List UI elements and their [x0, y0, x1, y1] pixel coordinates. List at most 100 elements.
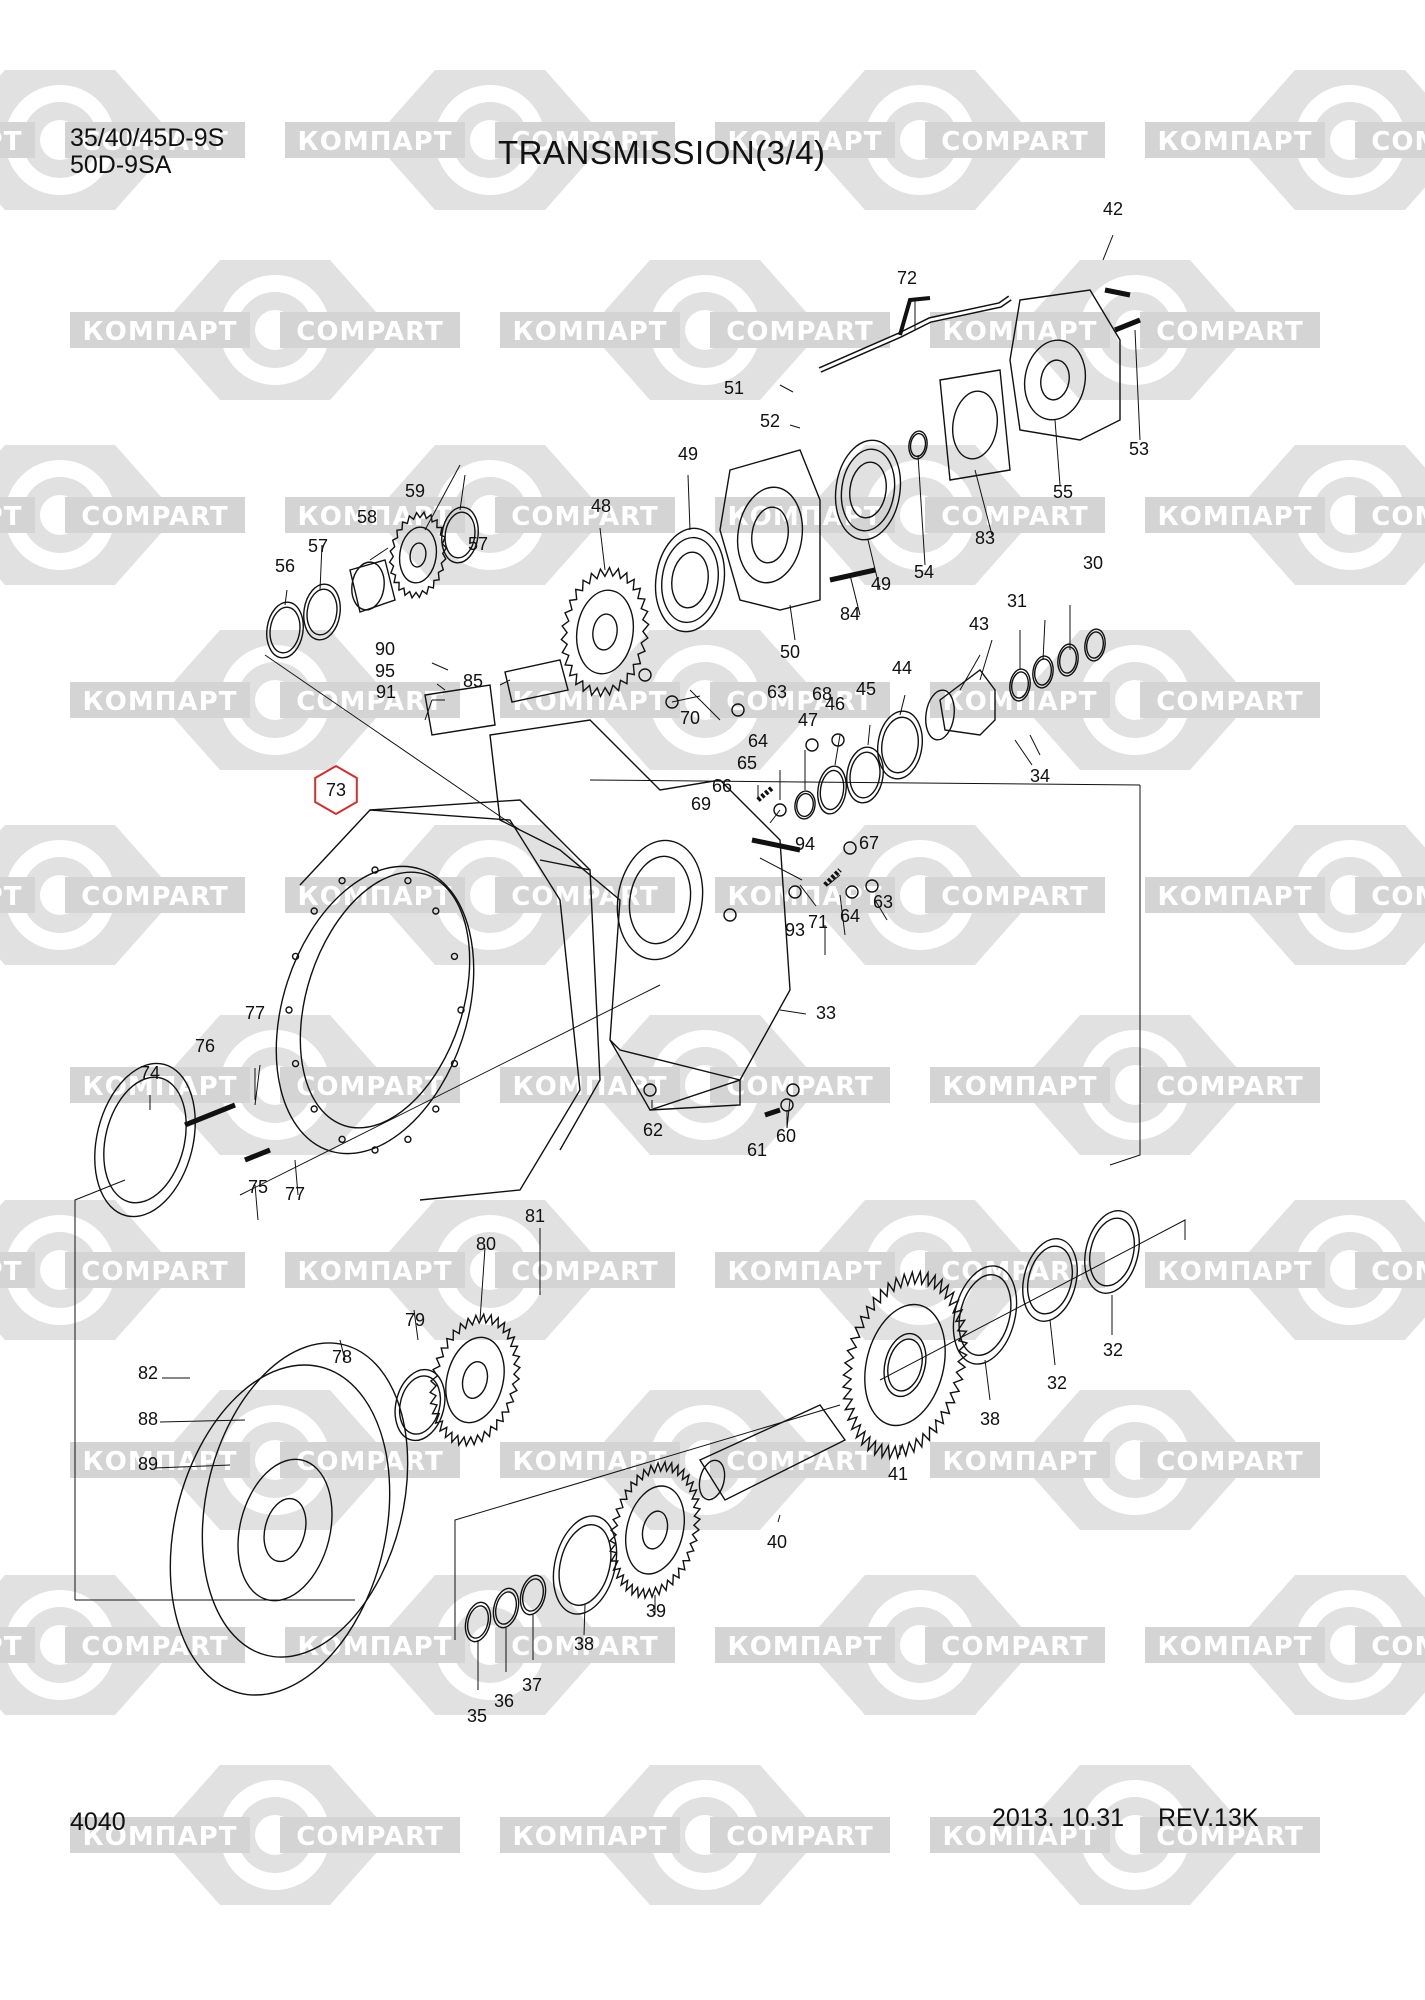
leader-line [959, 654, 981, 691]
seal-part [1033, 658, 1053, 686]
output-flange-part [925, 689, 955, 741]
sensor-part [751, 837, 801, 853]
gear-part [641, 1510, 669, 1550]
part-number-42: 42 [1103, 199, 1123, 219]
part-number-48: 48 [591, 496, 611, 516]
leader-line [867, 724, 871, 746]
small-hardware-part [638, 668, 652, 682]
gasket-part [424, 684, 496, 736]
watermark-text: КОМПАРТ [943, 1447, 1098, 1477]
pump-housing-bore [751, 506, 789, 564]
watermark-text: COMPART [296, 1072, 443, 1102]
part-number-84: 84 [840, 604, 860, 624]
construction-line [239, 984, 661, 1196]
watermark-text: COMPART [511, 502, 658, 532]
o-ring-part [398, 1375, 442, 1435]
bolt-part [184, 1102, 236, 1128]
bearing-part [552, 1515, 618, 1615]
watermark-text: КОМПАРТ [943, 317, 1098, 347]
part-number-41: 41 [888, 1464, 908, 1484]
converter-housing-part [539, 859, 601, 1151]
watermark-text: COMPART [511, 1632, 658, 1662]
revision-code: REV.13K [1158, 1804, 1259, 1832]
gear-part [560, 565, 650, 699]
part-number-85: 85 [463, 671, 483, 691]
small-hardware-part [643, 1083, 657, 1097]
gear-part [398, 526, 438, 584]
o-ring-part [877, 710, 923, 780]
snap-ring-part [519, 1574, 547, 1616]
bearing-part [661, 536, 719, 624]
watermark-text: COMPART [1371, 1632, 1425, 1662]
gear-part [445, 1336, 505, 1424]
leader-line [834, 734, 841, 766]
watermark-text: COMPART [1371, 502, 1425, 532]
leader-line [671, 695, 701, 703]
leader-line [849, 574, 861, 616]
watermark-text: КОМПАРТ [1158, 882, 1313, 912]
watermark-text: COMPART [296, 1447, 443, 1477]
leader-line [254, 1064, 261, 1106]
torque-converter-part [263, 1497, 307, 1563]
part-number-66: 66 [712, 776, 732, 796]
part-number-49: 49 [871, 574, 891, 594]
snap-ring-part [494, 1591, 518, 1625]
leader-line [786, 1099, 791, 1129]
converter-housing-part [299, 871, 471, 1129]
leader-line [1049, 1319, 1056, 1366]
watermark-text: COMPART [726, 687, 873, 717]
watermark-text: COMPART [296, 687, 443, 717]
gear-part [575, 589, 635, 675]
leader-line [789, 604, 796, 641]
part-number-77: 77 [245, 1003, 265, 1023]
leader-line [759, 857, 803, 881]
small-hardware-part [805, 738, 819, 752]
watermark-text: КОМПАРТ [83, 687, 238, 717]
part-number-69: 69 [691, 794, 711, 814]
watermark-text: КОМПАРТ [728, 1632, 883, 1662]
gear-part [625, 1485, 685, 1575]
gear-part [428, 1312, 522, 1448]
leader-line [339, 1339, 346, 1361]
transmission-case-part [609, 1039, 741, 1111]
gear-part [864, 1303, 946, 1427]
part-number-52: 52 [760, 411, 780, 431]
bearing-part [654, 527, 726, 633]
part-number-61: 61 [747, 1140, 767, 1160]
leader-line [974, 469, 993, 536]
part-number-30: 30 [1083, 553, 1103, 573]
construction-line [879, 1219, 1186, 1381]
washer-part [1026, 1245, 1074, 1315]
watermark-text: КОМПАРТ [513, 317, 668, 347]
part-number-62: 62 [643, 1120, 663, 1140]
watermark-text: КОМПАРТ [0, 882, 22, 912]
washer-part [441, 506, 479, 564]
watermark-text: КОМПАРТ [728, 502, 883, 532]
watermark-text: COMPART [81, 502, 228, 532]
watermark-text: КОМПАРТ [0, 502, 22, 532]
watermark-text: КОМПАРТ [0, 127, 22, 157]
part-number-59: 59 [405, 481, 425, 501]
part-number-90: 90 [375, 639, 395, 659]
leader-line [599, 527, 606, 571]
watermark-text: КОМПАРТ [728, 1257, 883, 1287]
part-number-54: 54 [914, 562, 934, 582]
washer-part [1022, 1238, 1078, 1322]
part-number-32: 32 [1047, 1373, 1067, 1393]
leader-line [319, 544, 323, 591]
seal-part [1032, 655, 1054, 689]
watermark-text: COMPART [941, 882, 1088, 912]
part-number-31: 31 [1007, 591, 1027, 611]
part-number-88: 88 [138, 1409, 158, 1429]
leader-line [1134, 329, 1141, 441]
leader-line [687, 474, 691, 531]
part-number-32: 32 [1103, 1340, 1123, 1360]
watermark-text: COMPART [726, 1822, 873, 1852]
part-number-60: 60 [776, 1126, 796, 1146]
pipe-part [898, 296, 931, 336]
leader-line [1029, 734, 1041, 756]
torque-converter-part [201, 1342, 409, 1658]
bearing-part [849, 461, 887, 519]
bushing-part [796, 792, 814, 818]
construction-line [1109, 785, 1141, 1166]
